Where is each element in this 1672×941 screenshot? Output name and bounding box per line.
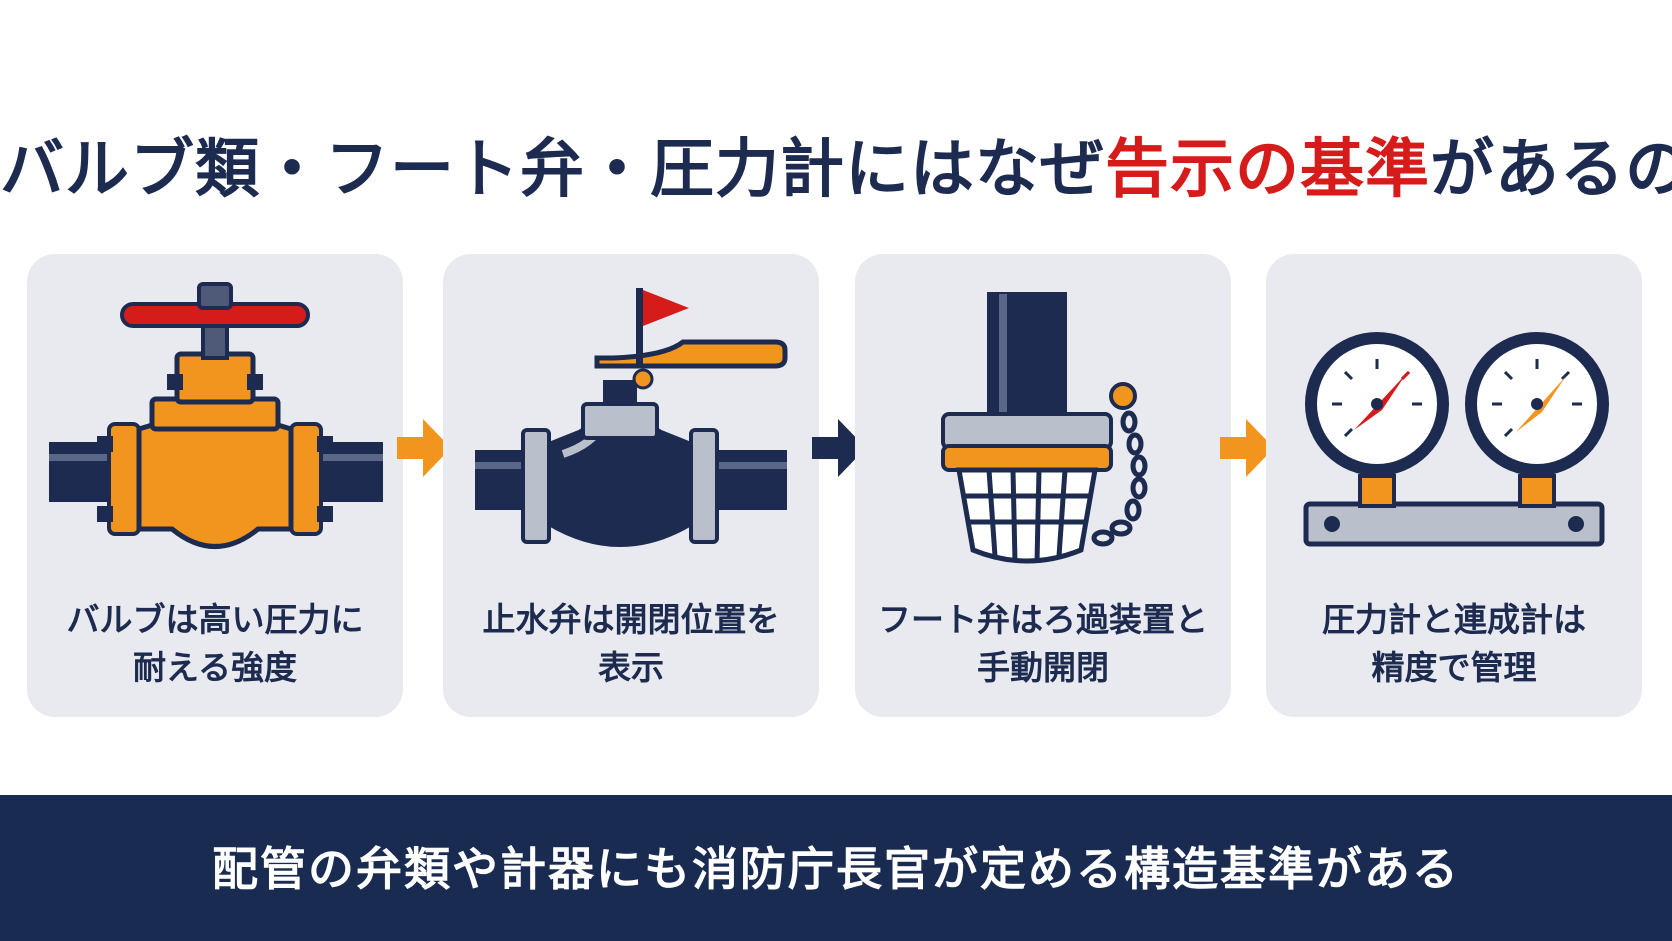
caption-line1: 圧力計と連成計は [1322,600,1586,639]
card-caption: 止水弁は開閉位置を 表示 [443,596,819,692]
title-part1: バルブ類・フート弁・圧力計にはなぜ [0,133,1105,207]
caption-line2: 精度で管理 [1371,648,1537,687]
gate-valve-icon [49,282,383,549]
arrow-right-icon [1220,419,1274,477]
caption-line1: 止水弁は開閉位置を [482,600,780,639]
arrow-right-icon [812,419,866,477]
title-highlight: 告示の基準 [1105,133,1430,207]
caption-line2: 表示 [598,648,664,687]
card-pressure-gauge: 圧力計と連成計は 精度で管理 [1266,254,1642,717]
arrow-right-icon [397,419,451,477]
foot-valve-strainer-icon [941,292,1148,564]
page-title: バルブ類・フート弁・圧力計にはなぜ告示の基準があるのか [0,118,1672,210]
card-valve-strength: バルブは高い圧力に 耐える強度 [27,254,403,717]
caption-line1: バルブは高い圧力に [66,600,364,639]
caption-line2: 手動開閉 [977,648,1109,687]
pressure-gauges-icon [1303,332,1609,547]
ball-valve-flag-icon [475,288,788,547]
card-stop-valve: 止水弁は開閉位置を 表示 [443,254,819,717]
card-caption: フート弁はろ過装置と 手動開閉 [855,596,1231,692]
title-part2: があるのか [1430,133,1672,207]
card-caption: 圧力計と連成計は 精度で管理 [1266,596,1642,692]
card-caption: バルブは高い圧力に 耐える強度 [27,596,403,692]
caption-line1: フート弁はろ過装置と [878,600,1208,639]
card-foot-valve: フート弁はろ過装置と 手動開閉 [855,254,1231,717]
footer-text: 配管の弁類や計器にも消防庁長官が定める構造基準がある [212,842,1460,896]
footer-banner: 配管の弁類や計器にも消防庁長官が定める構造基準がある [0,795,1672,941]
caption-line2: 耐える強度 [132,648,297,687]
